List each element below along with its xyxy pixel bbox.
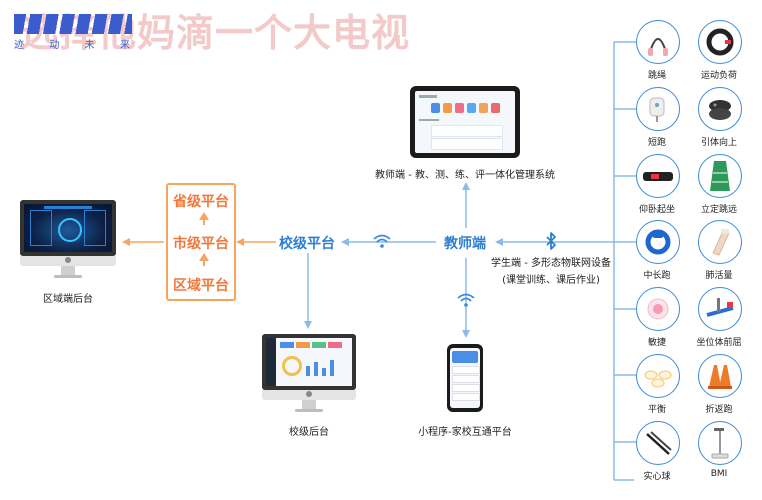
dashboard-screen	[24, 204, 112, 252]
device-label: 仰卧起坐	[638, 205, 675, 215]
agility-light-icon	[647, 298, 669, 320]
device-medicine-ball	[636, 421, 680, 465]
device-label: 实心球	[643, 472, 671, 482]
device-distance-run	[636, 220, 680, 264]
district-platform-label: 区域平台	[173, 278, 229, 294]
phone-screen	[450, 348, 480, 408]
device-label: 立定跳远	[700, 205, 737, 215]
device-spirometer	[698, 220, 742, 264]
logo-char: 来	[119, 40, 132, 51]
teacher-system-caption: 教师端 - 教、测、练、评一体化管理系统	[375, 170, 555, 181]
wifi-icon	[457, 293, 475, 307]
student-caption-line1: 学生端 - 多形态物联网设备	[491, 258, 611, 269]
balance-pods-icon	[644, 370, 672, 388]
device-sprint	[636, 87, 680, 131]
shuttle-cones-icon	[708, 365, 732, 389]
logo-text: 迹 动 未 来	[14, 36, 132, 51]
city-platform-label: 市级平台	[173, 236, 229, 252]
distance-run-band-icon	[645, 229, 671, 255]
device-label: 中长跑	[643, 271, 671, 281]
sit-reach-icon	[706, 298, 734, 317]
device-label: 短跑	[647, 138, 666, 148]
device-label: 跳绳	[647, 71, 666, 81]
medicine-ball-icon	[646, 431, 672, 455]
mini-program-phone	[447, 344, 483, 412]
device-jump-rope	[636, 20, 680, 64]
device-agility	[636, 287, 680, 331]
device-label: 平衡	[647, 405, 666, 415]
student-devices-caption: 学生端 - 多形态物联网设备 (课堂训练、课后作业)	[488, 254, 614, 286]
device-grid: 跳绳 运动负荷 短跑 引体向上 仰卧起坐 立定跳远 中长跑 肺活量 敏捷 坐位体…	[634, 20, 762, 500]
device-exercise-load	[698, 20, 742, 64]
exercise-load-band-icon	[706, 28, 734, 56]
logo-char: 未	[84, 40, 97, 51]
logo-mark	[14, 14, 132, 34]
tablet-screen	[415, 91, 515, 153]
device-label: 肺活量	[705, 271, 733, 281]
bmi-scale-icon	[711, 428, 729, 459]
school-dashboard-screen	[266, 338, 352, 386]
sit-up-mat-icon	[643, 172, 673, 181]
teacher-tablet	[410, 86, 520, 158]
logo-char: 动	[49, 40, 62, 51]
logo-char: 迹	[14, 40, 26, 51]
regional-backend-monitor	[20, 200, 116, 278]
device-label: 引体向上	[700, 138, 737, 148]
long-jump-mat-icon	[710, 161, 730, 191]
device-label: 坐位体前屈	[696, 338, 742, 348]
teacher-client-label: 教师端	[444, 236, 486, 252]
device-label: 折返跑	[705, 405, 733, 415]
brand-logo: 迹 动 未 来	[14, 14, 132, 54]
regional-platform-stack: 省级平台 市级平台 区域平台	[166, 183, 236, 301]
pull-up-sensor-icon	[709, 100, 731, 120]
up-arrow-icon	[199, 253, 209, 261]
jump-rope-icon	[648, 38, 668, 56]
device-label: 运动负荷	[700, 71, 737, 81]
mini-program-caption: 小程序-家校互通平台	[418, 427, 512, 438]
spirometer-icon	[712, 229, 730, 256]
device-bmi	[698, 421, 742, 465]
device-sit-up	[636, 154, 680, 198]
device-pull-up	[698, 87, 742, 131]
device-balance	[636, 354, 680, 398]
school-platform-label: 校级平台	[279, 236, 335, 252]
up-arrow-icon	[199, 212, 209, 220]
bluetooth-icon	[546, 232, 556, 250]
device-label: 敏捷	[647, 338, 666, 348]
school-backend-caption: 校级后台	[289, 427, 329, 438]
school-backend-monitor	[262, 334, 356, 414]
device-sit-reach	[698, 287, 742, 331]
device-long-jump	[698, 154, 742, 198]
province-platform-label: 省级平台	[173, 194, 229, 210]
regional-backend-caption: 区域端后台	[43, 294, 93, 305]
device-shuttle-run	[698, 354, 742, 398]
sprint-sensor-icon	[649, 97, 665, 122]
student-caption-line2: (课堂训练、课后作业)	[502, 275, 600, 286]
device-label: BMI	[710, 469, 728, 479]
wifi-icon	[373, 234, 391, 248]
